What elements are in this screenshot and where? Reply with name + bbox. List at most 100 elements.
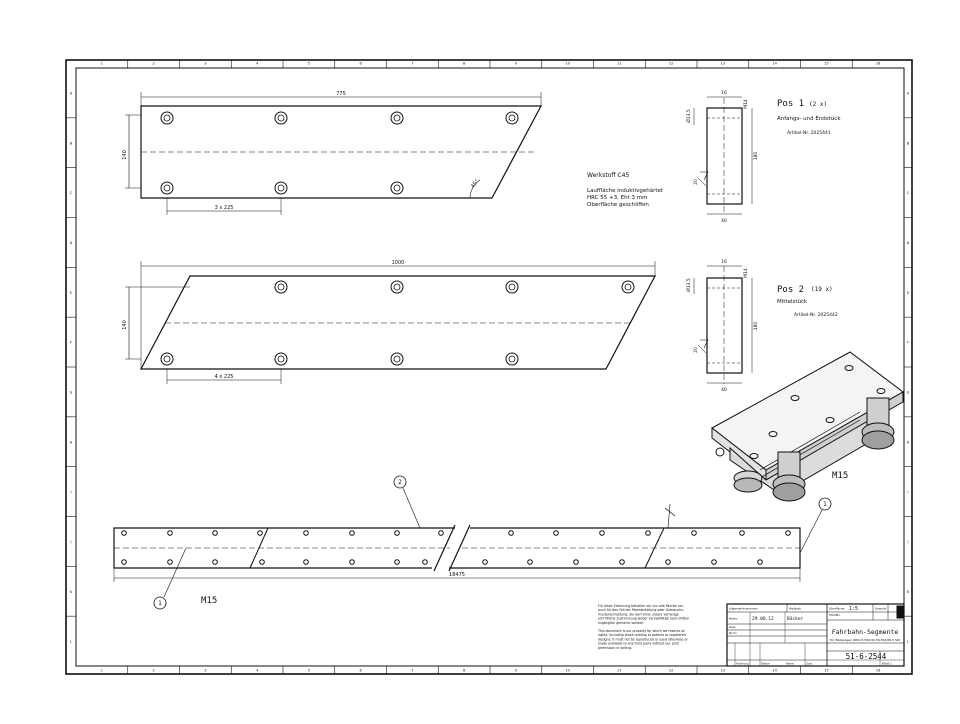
- border-zone-letter: D: [70, 241, 73, 245]
- material-line: Werkstoff C45: [587, 172, 629, 179]
- pos1-quantity: (2 x): [809, 101, 827, 108]
- border-zone-number: 2: [153, 669, 155, 673]
- border-zone-letter: A: [907, 91, 910, 95]
- border-zone-letter: A: [70, 91, 73, 95]
- pos1-height-dim: 140: [122, 150, 128, 160]
- tb-revision-label: Name: [786, 662, 794, 666]
- callout-bubble: [153, 596, 167, 610]
- note-line: designs. It must not be reproduced or us…: [598, 637, 688, 641]
- pos1-length-dim: 775: [336, 91, 346, 97]
- border-zone-number: 14: [772, 62, 777, 66]
- copyright-notes: Für diese Zeichnung behalten wir uns all…: [597, 604, 689, 650]
- border-zone-number: 3: [204, 62, 206, 66]
- tb-row-label: Norm: [729, 631, 737, 635]
- border-zone-letter: K: [907, 590, 910, 594]
- border-zone-number: 5: [308, 669, 310, 673]
- mounting-hole: [274, 352, 288, 366]
- border-zone-number: 6: [360, 62, 362, 66]
- material-line: Oberfläche geschliffen: [587, 202, 649, 208]
- mounting-hole: [390, 181, 404, 195]
- border-zone-number: 7: [411, 62, 413, 66]
- callout-leader: [799, 509, 823, 554]
- tb-company: STÄUBLI: [829, 612, 840, 617]
- mounting-hole: [274, 280, 288, 294]
- pos1-title: Pos 1: [777, 99, 804, 109]
- carriage-isometric-view: [711, 351, 904, 502]
- border-zone-letter: D: [907, 241, 910, 245]
- pos1-side-width: 40: [721, 218, 727, 224]
- pos2-top-view: [125, 261, 656, 384]
- callout-1-number: 1: [158, 600, 162, 607]
- carriage-hole: [876, 388, 886, 394]
- break-line: [433, 524, 456, 572]
- border-zone-number: 10: [565, 669, 569, 673]
- border-zone-number: 15: [824, 62, 828, 66]
- callout-leader: [163, 547, 187, 598]
- pos1-side-hole: Ø13,5: [685, 109, 692, 123]
- pos1-side-length: 180: [753, 152, 759, 161]
- pos1-description: Anfangs- und Endstück: [777, 116, 841, 122]
- mounting-hole: [621, 280, 635, 294]
- border-zone-number: 5: [308, 62, 310, 66]
- border-zone-letter: C: [70, 191, 73, 195]
- pos1-side-outline: [706, 107, 743, 205]
- border-zone-number: 16: [876, 62, 880, 66]
- border-zone-letter: L: [70, 640, 72, 644]
- inner-frame: [75, 67, 905, 667]
- note-line: schriftliche Zustimmung weder vervielfäl…: [598, 617, 689, 621]
- border-zone-number: 2: [153, 62, 155, 66]
- mounting-hole: [505, 280, 519, 294]
- note-line: musteranmeldung. Sie darf ohne unsere vo…: [598, 612, 679, 616]
- border-zone-letter: G: [907, 390, 910, 394]
- carriage-rollers: [733, 397, 895, 502]
- pos1-outline: [140, 105, 542, 199]
- border-zone-number: 4: [256, 62, 259, 66]
- border-zone-letter: F: [907, 341, 909, 345]
- callout-bubble: [393, 475, 407, 489]
- border-zone-number: 13: [721, 669, 725, 673]
- callout-1b-number: 1: [823, 501, 827, 508]
- border-zone-letter: C: [907, 191, 910, 195]
- pos2-side-width: 40: [721, 387, 727, 393]
- callout-bubble: [818, 497, 832, 511]
- pos2-outline: [140, 275, 656, 370]
- pos1-spacing-dim: 3 x 225: [215, 205, 234, 211]
- border-zone-number: 4: [256, 669, 259, 673]
- border-zone-number: 15: [824, 669, 828, 673]
- border-grid-ticks: 1122334455667788991010111112121313141415…: [66, 60, 912, 674]
- assembly-holes: [121, 530, 791, 565]
- pos2-side-view: [693, 265, 753, 384]
- border-zone-number: 11: [617, 669, 621, 673]
- pos2-holes: [160, 280, 635, 366]
- tb-scale: 1:5: [849, 606, 858, 612]
- note-line: auch für den Fall der Patenterteilung od…: [598, 608, 684, 612]
- pos1-side-sink: M14: [743, 99, 749, 109]
- border-zone-number: 8: [463, 669, 465, 673]
- title-block: [726, 603, 905, 667]
- border-zone-letter: I: [907, 490, 908, 494]
- mounting-hole: [390, 280, 404, 294]
- carriage-hole: [768, 431, 778, 437]
- border-zone-letter: G: [70, 390, 73, 394]
- tb-header-mid: Maßstab: [789, 607, 801, 611]
- note-line: permission in writing.: [598, 646, 632, 650]
- border-zone-number: 12: [669, 669, 673, 673]
- tb-drawing-number: 51-6-2544: [846, 652, 887, 661]
- pos2-quantity: (19 x): [811, 286, 833, 293]
- border-zone-letter: F: [70, 341, 72, 345]
- border-zone-number: 14: [772, 669, 777, 673]
- border-zone-letter: K: [70, 590, 73, 594]
- mounting-hole: [274, 111, 288, 125]
- pos2-side-outline: [706, 277, 743, 374]
- assembly-label: M15: [201, 596, 217, 606]
- tb-sheet: Blatt 1: [882, 662, 892, 666]
- pos1-angle-dim: 45°: [470, 178, 481, 189]
- pos1-holes: [160, 111, 519, 195]
- note-line: made available to any third party withou…: [598, 642, 680, 646]
- border-zone-number: 3: [204, 669, 206, 673]
- mounting-hole: [160, 181, 174, 195]
- tb-revision-label: Änderung: [736, 661, 749, 666]
- pos2-article-number: Artikel-Nr. 2025442: [794, 312, 838, 318]
